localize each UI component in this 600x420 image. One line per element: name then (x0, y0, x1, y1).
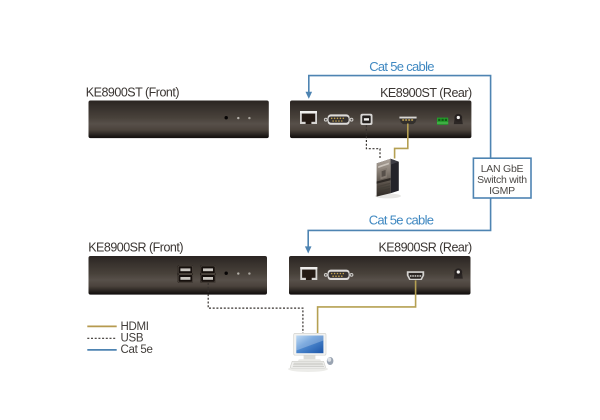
svg-text:KE8900ST (Front): KE8900ST (Front) (86, 85, 180, 99)
svg-text:KE8900ST (Rear): KE8900ST (Rear) (380, 86, 472, 100)
svg-text:Cat 5e cable: Cat 5e cable (369, 212, 434, 227)
svg-text:HDMI: HDMI (121, 321, 149, 333)
svg-text:IGMP: IGMP (489, 185, 515, 197)
svg-text:Switch with: Switch with (477, 174, 527, 186)
svg-text:LAN GbE: LAN GbE (481, 163, 524, 175)
svg-text:Cat 5e cable: Cat 5e cable (369, 59, 434, 74)
svg-text:KE8900SR (Front): KE8900SR (Front) (88, 240, 183, 254)
svg-text:KE8900SR (Rear): KE8900SR (Rear) (378, 240, 472, 254)
svg-text:Cat 5e: Cat 5e (121, 344, 153, 356)
svg-text:USB: USB (121, 333, 144, 345)
